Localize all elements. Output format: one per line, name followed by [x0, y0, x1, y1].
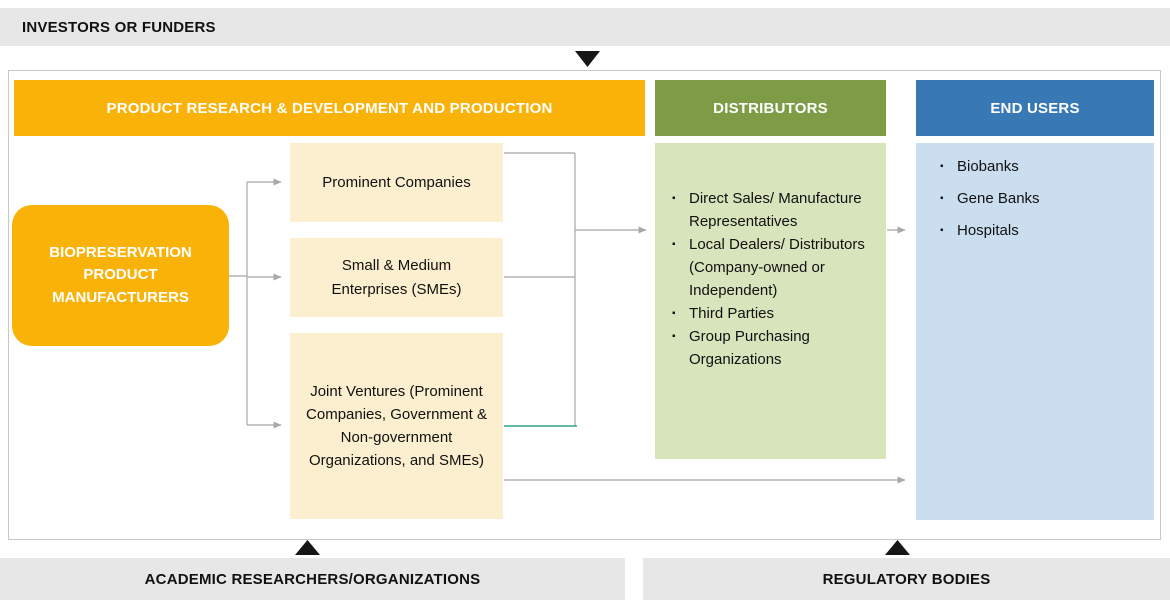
box-prominent-companies: Prominent Companies [290, 143, 503, 222]
box-smes: Small & Medium Enterprises (SMEs) [290, 238, 503, 317]
square-bullet-icon: ▪ [940, 225, 944, 236]
square-bullet-icon: ▪ [672, 331, 676, 342]
academic-researchers-label: ACADEMIC RESEARCHERS/ORGANIZATIONS [144, 570, 481, 588]
square-bullet-icon: ▪ [672, 308, 676, 319]
square-bullet-icon: ▪ [672, 193, 676, 204]
flow-arrow-down-icon [575, 51, 600, 67]
header-product-rnd: PRODUCT RESEARCH & DEVELOPMENT AND PRODU… [14, 80, 645, 136]
list-item: ▪ Gene Banks [940, 187, 1146, 210]
flow-arrow-up-left-icon [295, 540, 320, 555]
investors-funders-label: INVESTORS OR FUNDERS [22, 18, 216, 36]
square-bullet-icon: ▪ [940, 161, 944, 172]
investors-funders-bar: INVESTORS OR FUNDERS [0, 8, 1170, 46]
list-item: ▪ Third Parties [672, 302, 876, 325]
square-bullet-icon: ▪ [672, 239, 676, 250]
box-joint-ventures-label: Joint Ventures (Prominent Companies, Gov… [306, 382, 487, 470]
distributors-box: ▪ Direct Sales/ Manufacture Representati… [655, 143, 886, 459]
list-item: ▪ Biobanks [940, 155, 1146, 178]
end-user-item-label: Biobanks [957, 158, 1019, 175]
header-end-users-label: END USERS [990, 99, 1080, 117]
header-distributors: DISTRIBUTORS [655, 80, 886, 136]
list-item: ▪ Group Purchasing Organizations [672, 325, 876, 371]
regulatory-bodies-label: REGULATORY BODIES [822, 570, 991, 588]
header-distributors-label: DISTRIBUTORS [713, 99, 828, 117]
end-user-item-label: Hospitals [957, 222, 1019, 239]
manufacturers-label: BIOPRESERVATION PRODUCT MANUFACTURERS [49, 243, 192, 306]
academic-researchers-bar: ACADEMIC RESEARCHERS/ORGANIZATIONS [0, 558, 625, 600]
box-joint-ventures: Joint Ventures (Prominent Companies, Gov… [290, 333, 503, 519]
end-user-item-label: Gene Banks [957, 190, 1040, 207]
distributor-item-label: Group Purchasing Organizations [689, 328, 810, 368]
regulatory-bodies-bar: REGULATORY BODIES [643, 558, 1170, 600]
list-item: ▪ Direct Sales/ Manufacture Representati… [672, 187, 876, 233]
distributor-item-label: Third Parties [689, 305, 775, 322]
flow-arrow-up-right-icon [885, 540, 910, 555]
header-end-users: END USERS [916, 80, 1154, 136]
distributor-item-label: Local Dealers/ Distributors (Company-own… [689, 236, 865, 299]
box-smes-label: Small & Medium Enterprises (SMEs) [331, 257, 462, 298]
distributor-item-label: Direct Sales/ Manufacture Representative… [689, 190, 862, 230]
box-prominent-companies-label: Prominent Companies [322, 173, 471, 191]
square-bullet-icon: ▪ [940, 193, 944, 204]
list-item: ▪ Hospitals [940, 219, 1146, 242]
list-item: ▪ Local Dealers/ Distributors (Company-o… [672, 233, 876, 302]
manufacturers-box: BIOPRESERVATION PRODUCT MANUFACTURERS [12, 205, 229, 346]
header-product-rnd-label: PRODUCT RESEARCH & DEVELOPMENT AND PRODU… [106, 99, 553, 117]
end-users-box: ▪ Biobanks ▪ Gene Banks ▪ Hospitals [916, 143, 1154, 520]
